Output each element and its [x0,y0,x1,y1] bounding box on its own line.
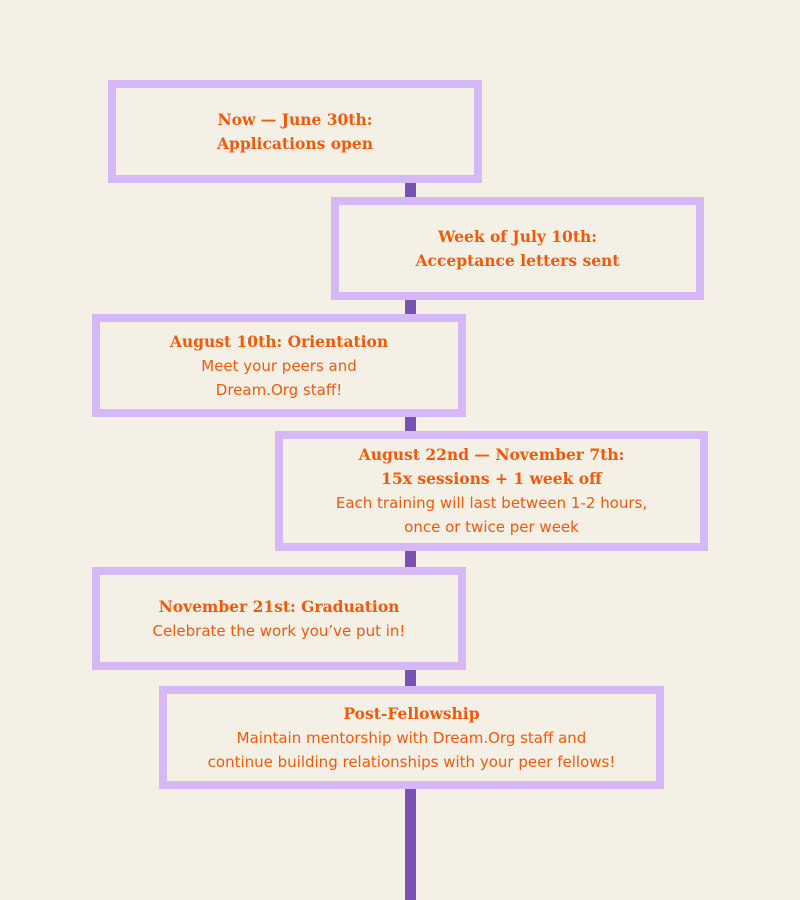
timeline-step-graduation: November 21st: Graduation Celebrate the … [92,567,466,670]
timeline-step-applications: Now — June 30th: Applications open [108,80,482,183]
step-title: Now — June 30th: Applications open [216,109,374,153]
step-description: Celebrate the work you’ve put in! [152,621,406,640]
timeline-step-orientation: August 10th: Orientation Meet your peers… [92,314,466,417]
timeline-step-acceptance: Week of July 10th: Acceptance letters se… [331,197,704,300]
step-title: Week of July 10th: Acceptance letters se… [415,226,620,270]
step-title: Post-Fellowship [343,703,480,723]
timeline-step-post-fellowship: Post-Fellowship Maintain mentorship with… [159,686,664,789]
timeline-step-sessions: August 22nd — November 7th: 15x sessions… [275,431,708,551]
step-title: August 22nd — November 7th: 15x sessions… [358,445,625,488]
step-description: Each training will last between 1-2 hour… [335,494,648,536]
step-description: Maintain mentorship with Dream.Org staff… [207,728,616,771]
step-description: Meet your peers and Dream.Org staff! [201,356,357,399]
step-title: August 10th: Orientation [169,331,389,351]
step-title: November 21st: Graduation [158,596,400,616]
